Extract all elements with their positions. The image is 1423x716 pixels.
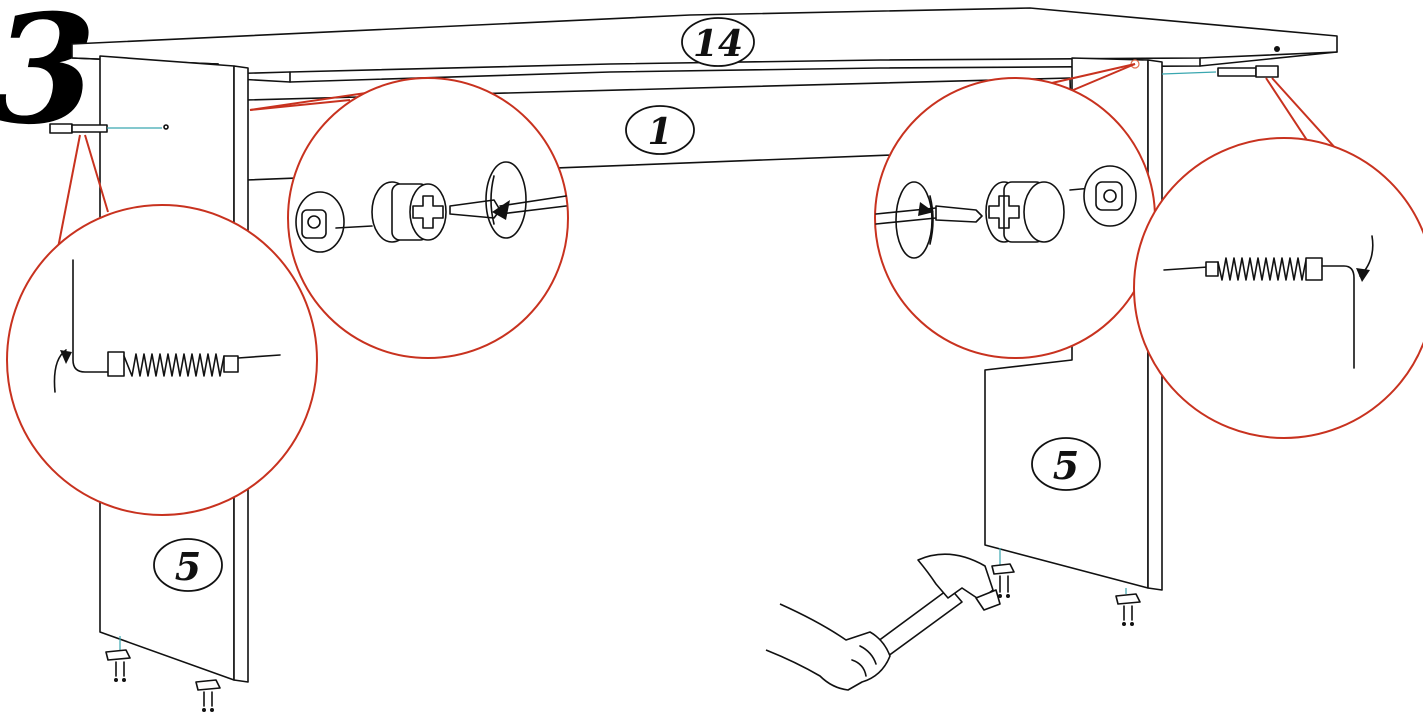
left-dowel-callout (6, 134, 318, 516)
confirmat-screw-icon (107, 351, 281, 377)
right-cam-callout (874, 63, 1156, 359)
part-label-right-side-panel: 5 (1031, 437, 1101, 491)
cam-hole-marker (1274, 46, 1280, 52)
confirmat-screw-icon (1163, 257, 1323, 281)
hammer-icon (865, 553, 1001, 663)
svg-text:14: 14 (693, 23, 743, 65)
svg-text:1: 1 (647, 111, 672, 153)
part-label-left-side-panel: 5 (153, 538, 223, 592)
rotate-arrow-icon (895, 181, 934, 259)
cam-lock-icon (985, 181, 1065, 243)
cam-bolt-icon (1069, 165, 1137, 227)
hex-key-icon (1321, 235, 1374, 369)
glide-right-back (1115, 588, 1141, 626)
step-number: 3 (0, 0, 96, 158)
part-label-back-panel: 1 (625, 105, 695, 155)
dowel-hole (163, 124, 169, 130)
rotate-arrow-icon (485, 161, 527, 239)
right-dowel-callout (1133, 77, 1423, 439)
glide-left-back (195, 679, 221, 712)
glide-left-front (105, 636, 131, 682)
cam-lock-icon (371, 181, 447, 243)
svg-text:5: 5 (1053, 443, 1079, 488)
left-cam-callout (249, 77, 569, 359)
hex-key-icon (53, 259, 109, 393)
cam-bolt-icon (295, 191, 373, 253)
hand-icon (765, 603, 891, 691)
part-label-desktop: 14 (681, 17, 755, 67)
svg-text:5: 5 (175, 544, 201, 589)
right-dowel (1161, 65, 1279, 78)
glide-right-front (991, 548, 1015, 598)
left-dowel (49, 123, 162, 134)
